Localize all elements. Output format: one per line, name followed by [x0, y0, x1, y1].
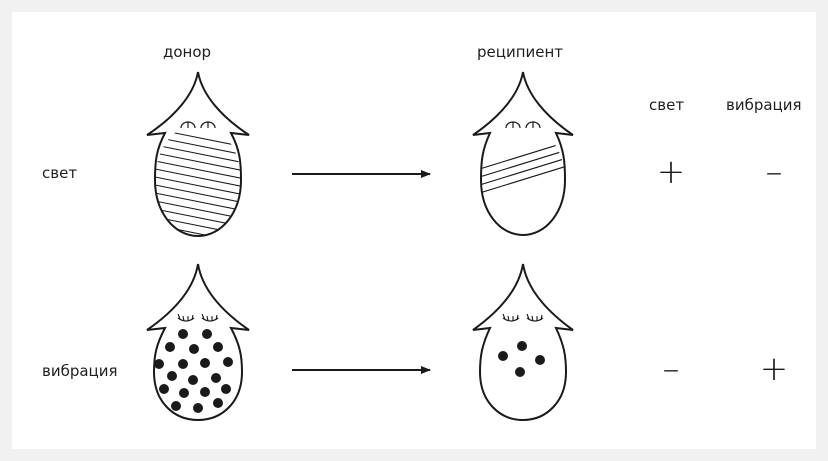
recipient-light-body-outline — [473, 72, 573, 235]
donor-vibration-body-outline — [147, 264, 249, 420]
donor-light-organism — [147, 72, 250, 244]
result-vibration-vibration: + — [760, 349, 789, 389]
result-light-vibration: – — [766, 152, 783, 192]
donor-vibration-organism — [147, 264, 249, 420]
result-vibration-light: – — [663, 349, 680, 389]
recipient-vibration-organism — [473, 264, 573, 420]
recipient-light-organism — [470, 72, 580, 235]
result-light-light: + — [657, 152, 686, 192]
